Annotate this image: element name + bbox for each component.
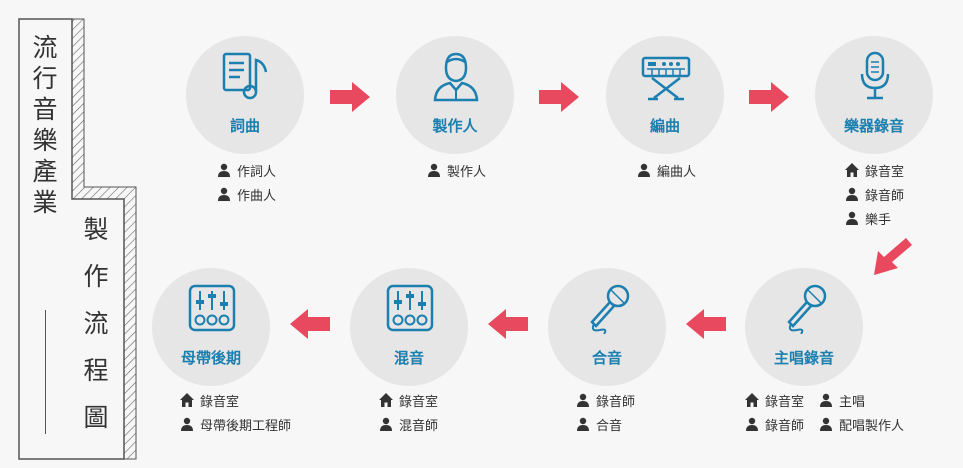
roles-vocal-recording-col2: 主唱 配唱製作人 bbox=[819, 388, 904, 436]
title-divider bbox=[45, 310, 46, 434]
role-item: 母帶後期工程師 bbox=[180, 412, 291, 436]
person-icon bbox=[380, 417, 392, 431]
role-item: 製作人 bbox=[427, 158, 486, 182]
person-icon bbox=[846, 211, 858, 225]
title-sub: 製作流程圖 bbox=[80, 216, 109, 451]
step-mixing: 混音 bbox=[350, 268, 468, 386]
home-icon bbox=[845, 163, 859, 177]
home-icon bbox=[180, 393, 194, 407]
arrow-down-left-icon bbox=[874, 238, 912, 275]
role-item: 混音師 bbox=[379, 412, 438, 436]
mixer-icon bbox=[386, 284, 434, 332]
role-item: 作詞人 bbox=[217, 158, 276, 182]
step-label: 混音 bbox=[393, 349, 424, 367]
role-item: 錄音室 bbox=[745, 388, 804, 412]
roles-backing-vocals: 錄音師 合音 bbox=[576, 388, 635, 436]
step-label: 母帶後期 bbox=[180, 349, 241, 367]
person-icon bbox=[218, 163, 230, 177]
mixer-icon bbox=[188, 284, 236, 332]
step-arrangement: 編曲 bbox=[606, 36, 724, 154]
role-item: 錄音師 bbox=[576, 388, 635, 412]
role-item: 錄音師 bbox=[845, 182, 904, 206]
role-item: 作曲人 bbox=[217, 182, 276, 206]
person-icon bbox=[820, 393, 832, 407]
step-backing-vocals: 合音 bbox=[548, 268, 666, 386]
arrow-left-icon bbox=[488, 309, 528, 339]
person-icon bbox=[181, 417, 193, 431]
title-main: 流行音樂產業 bbox=[29, 34, 58, 220]
roles-producer: 製作人 bbox=[427, 158, 486, 182]
person-icon bbox=[577, 417, 589, 431]
home-icon bbox=[745, 393, 759, 407]
role-item: 錄音室 bbox=[845, 158, 904, 182]
step-instrument-recording: 樂器錄音 bbox=[815, 36, 933, 154]
roles-mixing: 錄音室 混音師 bbox=[379, 388, 438, 436]
roles-mastering: 錄音室 母帶後期工程師 bbox=[180, 388, 291, 436]
role-item: 錄音室 bbox=[379, 388, 438, 412]
keyboard-synth-icon bbox=[641, 56, 691, 101]
step-label: 製作人 bbox=[432, 117, 478, 135]
step-producer: 製作人 bbox=[396, 36, 514, 154]
roles-vocal-recording-col1: 錄音室 錄音師 bbox=[745, 388, 804, 436]
step-label: 編曲 bbox=[649, 117, 680, 135]
arrow-right-icon bbox=[330, 82, 370, 112]
step-lyrics-music: 詞曲 bbox=[186, 36, 304, 154]
handheld-microphone-icon bbox=[590, 284, 630, 334]
roles-instrument-recording: 錄音室 錄音師 樂手 bbox=[845, 158, 904, 230]
step-label: 主唱錄音 bbox=[773, 349, 834, 367]
role-item: 配唱製作人 bbox=[819, 412, 904, 436]
title-frame bbox=[18, 18, 137, 460]
step-label: 詞曲 bbox=[229, 117, 260, 135]
studio-microphone-icon bbox=[860, 51, 890, 100]
lyrics-music-icon bbox=[222, 52, 268, 100]
role-item: 樂手 bbox=[845, 206, 904, 230]
producer-person-icon bbox=[433, 52, 479, 102]
person-icon bbox=[746, 417, 758, 431]
step-label: 樂器錄音 bbox=[843, 117, 904, 135]
role-item: 合音 bbox=[576, 412, 635, 436]
handheld-microphone-icon bbox=[787, 284, 827, 334]
person-icon bbox=[577, 393, 589, 407]
role-item: 主唱 bbox=[819, 388, 904, 412]
role-item: 錄音室 bbox=[180, 388, 291, 412]
step-vocal-recording: 主唱錄音 bbox=[745, 268, 863, 386]
person-icon bbox=[846, 187, 858, 201]
home-icon bbox=[379, 393, 393, 407]
step-label: 合音 bbox=[591, 349, 622, 367]
roles-lyrics-music: 作詞人 作曲人 bbox=[217, 158, 276, 206]
roles-arrangement: 編曲人 bbox=[637, 158, 696, 182]
step-mastering: 母帶後期 bbox=[152, 268, 270, 386]
arrow-right-icon bbox=[539, 82, 579, 112]
person-icon bbox=[428, 163, 440, 177]
role-item: 編曲人 bbox=[637, 158, 696, 182]
person-icon bbox=[820, 417, 832, 431]
person-icon bbox=[638, 163, 650, 177]
arrow-right-icon bbox=[749, 82, 789, 112]
arrow-left-icon bbox=[290, 309, 330, 339]
arrow-left-icon bbox=[686, 309, 726, 339]
role-item: 錄音師 bbox=[745, 412, 804, 436]
person-icon bbox=[218, 187, 230, 201]
